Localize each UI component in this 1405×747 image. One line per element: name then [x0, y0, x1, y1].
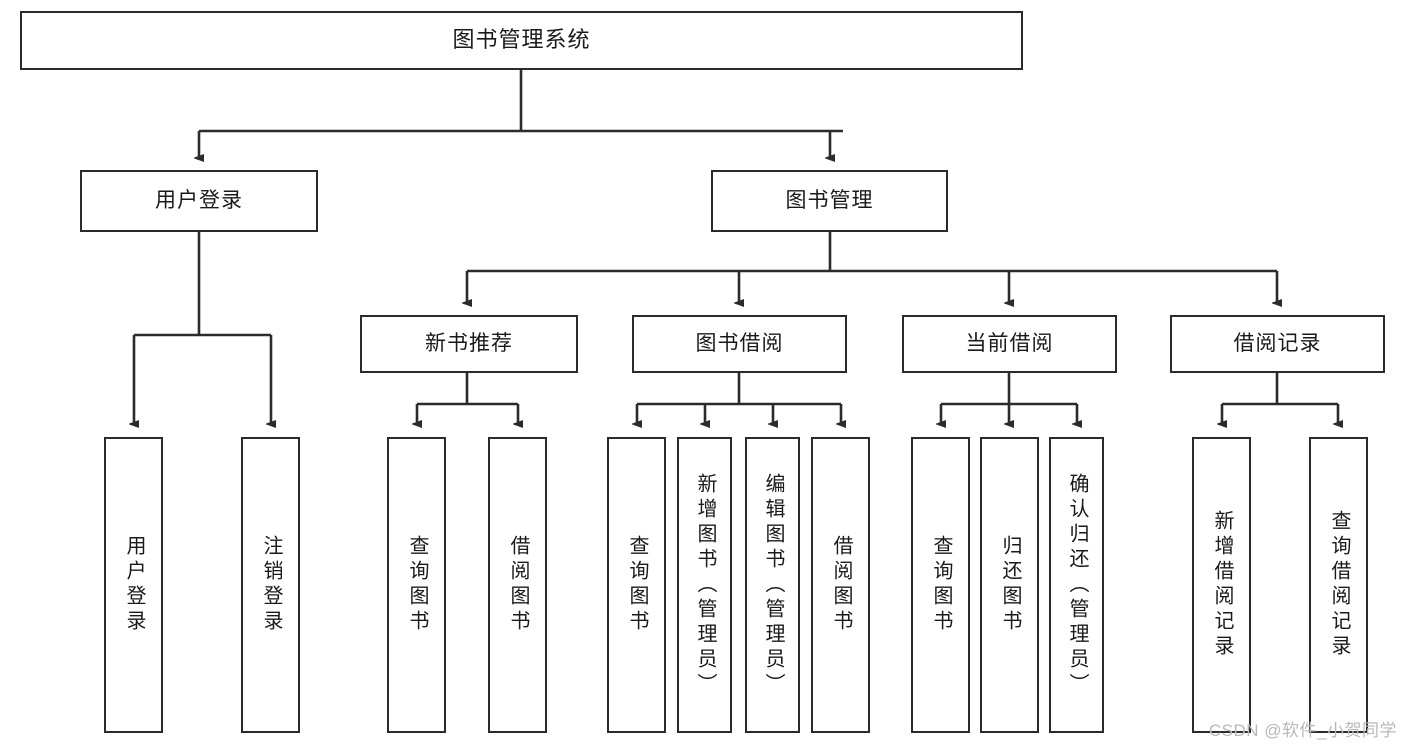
leaf-query-book-recommend[interactable]: 查询图书: [387, 437, 446, 733]
leaf-user-logout[interactable]: 注销登录: [241, 437, 300, 733]
node-current-borrow[interactable]: 当前借阅: [902, 315, 1117, 373]
node-borrow-record[interactable]: 借阅记录: [1170, 315, 1385, 373]
leaf-query-book-current[interactable]: 查询图书: [911, 437, 970, 733]
leaf-query-borrow-record[interactable]: 查询借阅记录: [1309, 437, 1368, 733]
leaf-add-borrow-record[interactable]: 新增借阅记录: [1192, 437, 1251, 733]
leaf-return-book[interactable]: 归还图书: [980, 437, 1039, 733]
leaf-edit-book-admin[interactable]: 编辑图书（管理员）: [745, 437, 800, 733]
csdn-watermark: CSDN @软件_小贺同学: [1208, 721, 1397, 740]
node-root-system[interactable]: 图书管理系统: [20, 11, 1023, 70]
node-new-book-recommend[interactable]: 新书推荐: [360, 315, 578, 373]
leaf-query-book-borrow[interactable]: 查询图书: [607, 437, 666, 733]
node-user-login[interactable]: 用户登录: [80, 170, 318, 232]
leaf-add-book-admin[interactable]: 新增图书（管理员）: [677, 437, 732, 733]
node-book-borrow[interactable]: 图书借阅: [632, 315, 847, 373]
leaf-borrow-book-recommend[interactable]: 借阅图书: [488, 437, 547, 733]
leaf-confirm-return-admin[interactable]: 确认归还（管理员）: [1049, 437, 1104, 733]
node-book-management[interactable]: 图书管理: [711, 170, 948, 232]
leaf-user-login[interactable]: 用户登录: [104, 437, 163, 733]
leaf-borrow-book-borrow[interactable]: 借阅图书: [811, 437, 870, 733]
